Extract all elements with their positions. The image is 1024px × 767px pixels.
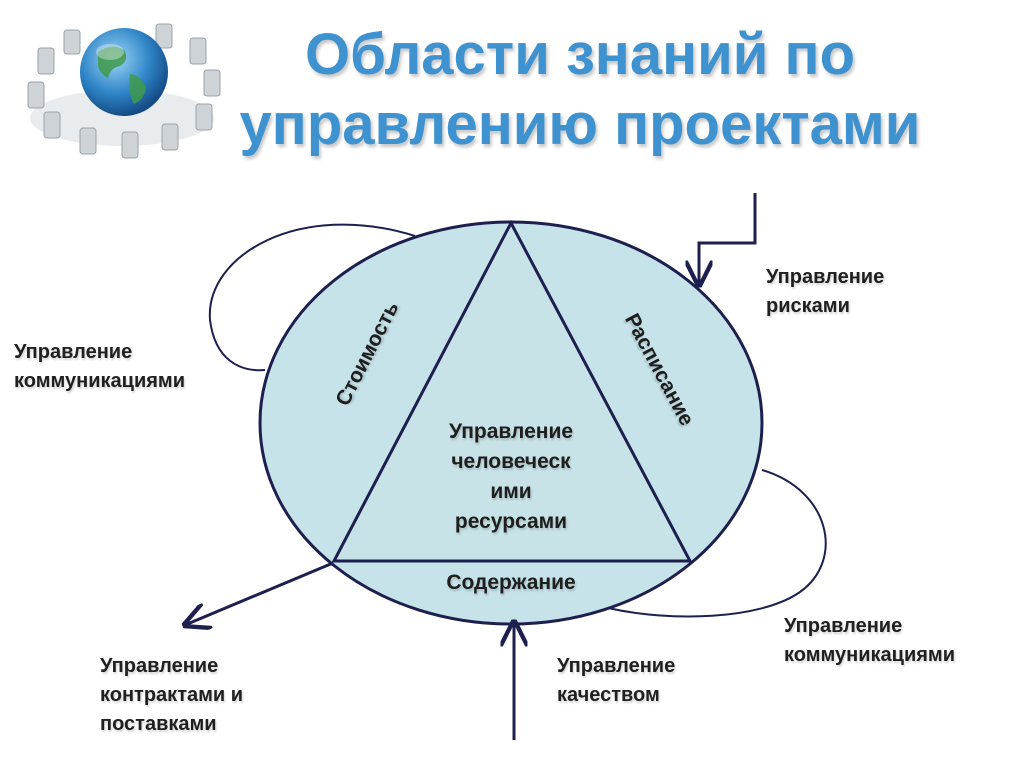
globe-logo-icon [27, 23, 221, 159]
quality-label: Управление качеством [557, 655, 676, 706]
constraints-triangle [331, 219, 693, 563]
communications-label-right: Управление коммуникациями [784, 615, 956, 666]
communications-loop-left [208, 223, 416, 372]
title-line-1: Области знаний по [304, 22, 856, 87]
communications-loop-right [607, 469, 827, 618]
human-resources-label: Управление человеческ ими ресурсами [448, 420, 574, 533]
scope-label: Содержание [446, 571, 576, 594]
risks-arrow [699, 193, 757, 285]
slide-title: Области знаний по управлению проектами [150, 20, 1010, 160]
risks-label: Управление рисками [766, 266, 885, 317]
contracts-arrow [185, 561, 334, 625]
title-line-2: управлению проектами [239, 92, 921, 157]
communications-label-left: Управление коммуникациями [14, 341, 186, 392]
contracts-label: Управление контрактами и поставками [100, 655, 244, 735]
